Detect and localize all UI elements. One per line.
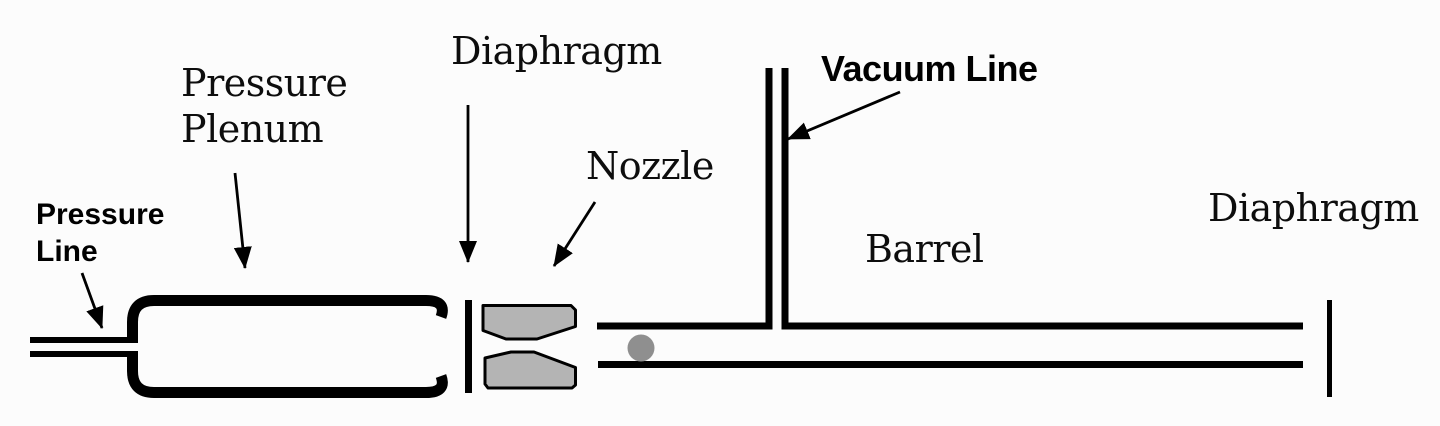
barrel-walls — [597, 322, 1303, 368]
label-vacuum-line: Vacuum Line — [821, 48, 1038, 89]
label-diaphragm-left: Diaphragm — [451, 29, 662, 73]
pressure-plenum-vessel — [127, 295, 448, 398]
label-pressure-line-word2: Line — [36, 235, 98, 268]
plenum-wall-lower — [127, 351, 448, 398]
nozzle-arrow — [552, 201, 597, 267]
nozzle-shape — [481, 304, 577, 390]
plenum-wall-upper — [127, 295, 448, 343]
label-pressure-plenum-word2: Plenum — [181, 107, 324, 151]
projectile — [627, 334, 655, 362]
label-pressure-plenum: Pressure Plenum — [181, 60, 348, 152]
pressure-line-pipe — [30, 337, 129, 357]
nozzle-upper-block — [481, 304, 577, 341]
label-pressure-line-word1: Pressure — [36, 198, 165, 231]
label-pressure-plenum-word1: Pressure — [181, 61, 348, 105]
label-nozzle: Nozzle — [586, 144, 714, 188]
label-diaphragm-right: Diaphragm — [1208, 186, 1419, 230]
vacuum-line-arrow — [787, 90, 901, 141]
label-pressure-line: Pressure Line — [36, 196, 164, 270]
pressure-plenum-arrow — [233, 172, 252, 269]
label-barrel: Barrel — [865, 227, 984, 271]
vacuum-line-pipe — [765, 68, 789, 330]
annotation-arrows — [80, 90, 901, 329]
pressure-line-arrow — [80, 272, 104, 329]
nozzle-lower-block — [483, 350, 577, 390]
